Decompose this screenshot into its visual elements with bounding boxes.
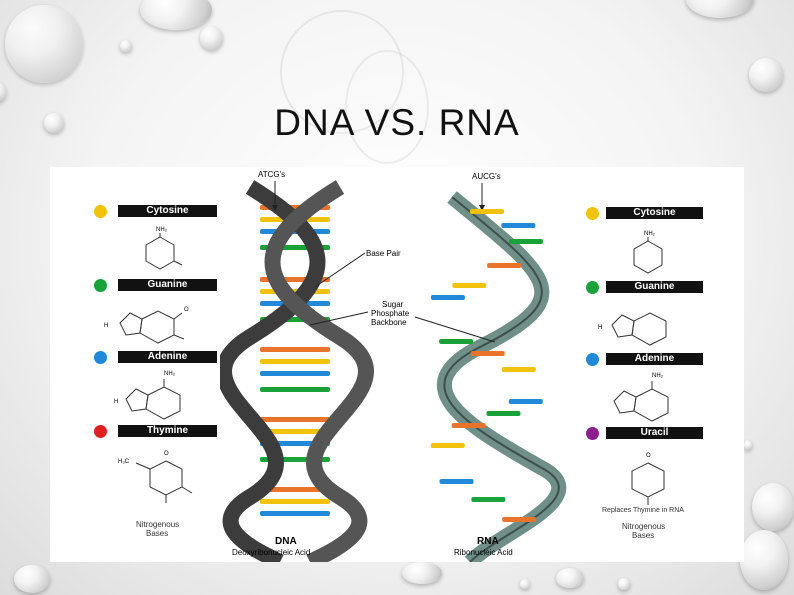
rna-base <box>471 497 506 502</box>
uracil-structure: O <box>631 453 665 505</box>
svg-text:DNA: DNA <box>275 536 297 547</box>
water-ring <box>345 50 429 164</box>
rna-base <box>430 295 465 300</box>
svg-text:H₃C: H₃C <box>118 459 130 465</box>
rna-cytosine-label: Cytosine <box>606 207 703 219</box>
rna-guanine-dot <box>586 281 599 294</box>
water-drop <box>402 562 442 584</box>
dna-base-pair <box>260 499 330 504</box>
helix-drawing: ATCG's AUCG's Base Pair Sugar Phosphate … <box>220 170 567 562</box>
rna-base <box>430 443 465 448</box>
adenine-dot <box>94 351 107 364</box>
guanine-dot <box>94 279 107 292</box>
rna-guanine-structure: H <box>598 312 667 346</box>
dna-rna-diagram: Cytosine NH₂ Guanine H O Adenine NH₂ H T… <box>50 167 744 562</box>
water-drop <box>140 0 212 30</box>
svg-text:O: O <box>184 307 189 313</box>
cytosine-structure: NH₂ <box>145 227 183 270</box>
svg-text:Deoxyribonucleic Acid: Deoxyribonucleic Acid <box>232 548 310 557</box>
dna-base-pair <box>260 347 330 352</box>
svg-text:NH₂: NH₂ <box>156 227 168 233</box>
dna-base-pair <box>260 359 330 364</box>
rna-base <box>508 239 543 244</box>
water-drop <box>744 440 752 450</box>
rna-base <box>486 411 521 416</box>
rna-base <box>439 479 474 484</box>
right-footer-line-2: Bases <box>632 531 655 540</box>
rna-base <box>508 399 543 404</box>
adenine-label: Adenine <box>118 351 217 363</box>
water-drop <box>618 578 630 590</box>
water-drop <box>752 483 794 531</box>
dna-base-pair <box>260 387 330 392</box>
slide-title: DNA VS. RNA <box>274 102 520 143</box>
thymine-structure: H₃C O <box>118 451 193 503</box>
water-drop <box>44 113 64 133</box>
svg-text:H: H <box>104 323 108 329</box>
rna-strand <box>436 191 567 562</box>
water-drop <box>749 58 783 92</box>
rna-guanine-label: Guanine <box>606 281 703 293</box>
guanine-structure: H O <box>104 307 189 344</box>
adenine-structure: NH₂ H <box>114 371 181 420</box>
right-footer-line-1: Nitrogenous <box>622 522 666 531</box>
svg-text:Phosphate: Phosphate <box>371 309 410 318</box>
svg-text:Ribonucleic Acid: Ribonucleic Acid <box>454 548 513 557</box>
rna-base <box>502 517 537 522</box>
water-drop <box>120 40 132 52</box>
dna-base-pair <box>260 371 330 376</box>
water-drop <box>520 579 530 589</box>
dna-strand-b <box>264 180 374 562</box>
water-drop <box>5 5 83 83</box>
dna-base-pair <box>260 487 330 492</box>
svg-text:O: O <box>646 453 651 459</box>
svg-text:O: O <box>164 451 169 457</box>
rna-base <box>470 209 504 214</box>
rna-base <box>470 351 505 356</box>
svg-text:H: H <box>598 325 602 331</box>
svg-text:ATCG's: ATCG's <box>258 170 285 179</box>
svg-text:NH₂: NH₂ <box>652 373 664 379</box>
water-drop <box>556 568 584 588</box>
svg-text:RNA: RNA <box>477 536 499 547</box>
water-drop <box>740 530 788 590</box>
rna-base <box>487 263 522 268</box>
rna-base <box>501 367 536 372</box>
rna-base <box>501 223 536 228</box>
rna-adenine-label: Adenine <box>606 353 703 365</box>
rna-cytosine-dot <box>586 207 599 220</box>
svg-text:Sugar: Sugar <box>382 300 404 309</box>
dna-base-pair <box>260 429 330 434</box>
rna-cytosine-structure: NH₂ <box>633 231 663 274</box>
uracil-dot <box>586 427 599 440</box>
rna-adenine-structure: NH₂ <box>613 373 669 422</box>
rna-base <box>451 423 486 428</box>
water-drop <box>14 565 50 593</box>
water-drop <box>686 0 754 18</box>
dna-base-pair <box>260 417 330 422</box>
left-footer-line-1: Nitrogenous <box>136 520 180 529</box>
svg-text:Base Pair: Base Pair <box>366 249 401 258</box>
uracil-label: Uracil <box>606 427 703 439</box>
svg-text:H: H <box>114 399 118 405</box>
guanine-label: Guanine <box>118 279 217 291</box>
water-drop <box>0 82 6 102</box>
svg-text:AUCG's: AUCG's <box>472 172 501 181</box>
uracil-note: Replaces Thymine in RNA <box>602 507 684 514</box>
left-footer-line-2: Bases <box>146 529 169 538</box>
thymine-label: Thymine <box>118 425 217 437</box>
cytosine-dot <box>94 205 107 218</box>
rna-adenine-dot <box>586 353 599 366</box>
cytosine-label: Cytosine <box>118 205 217 217</box>
svg-text:NH₂: NH₂ <box>164 371 176 377</box>
rna-base <box>452 283 487 288</box>
water-drop <box>200 26 223 50</box>
thymine-dot <box>94 425 107 438</box>
dna-strand-a <box>220 180 326 562</box>
rna-base <box>439 339 474 344</box>
svg-text:NH₂: NH₂ <box>644 231 656 237</box>
dna-base-pair <box>260 511 330 516</box>
svg-text:Backbone: Backbone <box>371 318 407 327</box>
